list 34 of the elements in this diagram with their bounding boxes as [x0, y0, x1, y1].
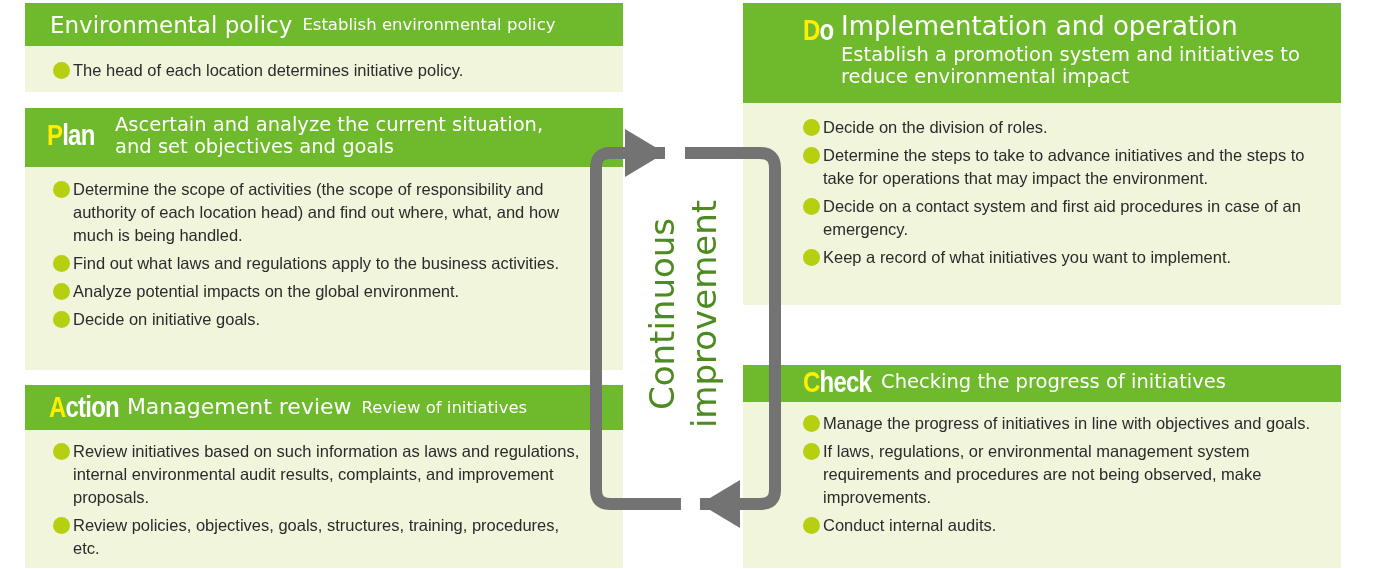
bullet-text: If laws, regulations, or environmental management system requirements and procedures are not being observed, make improvements.: [823, 442, 1262, 506]
subheading: Ascertain and analyze the current situation, and set objectives and goals: [115, 114, 545, 159]
panel: [25, 385, 623, 568]
subheading: Review of initiatives: [361, 398, 528, 417]
phase-keyword: Do: [803, 13, 834, 47]
cycle-arrow: [590, 129, 681, 510]
heading: Implementation and operation: [841, 11, 1238, 41]
bullet-text: Conduct internal audits.: [823, 516, 997, 534]
bullet-text: Analyze potential impacts on the global environment.: [73, 282, 460, 300]
phase-keyword: Action: [49, 390, 119, 424]
subheading: Establish environmental policy: [302, 15, 556, 34]
bullet-text: Manage the progress of initiatives in line with objectives and goals.: [823, 414, 1311, 432]
subheading: Checking the progress of initiatives: [881, 370, 1226, 393]
heading: Environmental policy: [50, 12, 293, 38]
bullet-text: Decide on initiative goals.: [73, 310, 261, 328]
panel: [25, 108, 623, 370]
bullet-text: Decide on a contact system and first aid procedures in case of an emergency.: [823, 197, 1301, 238]
subheading: Establish a promotion system and initiatives to reduce environmental impact: [841, 44, 1301, 89]
bullet-text: The head of each location determines initiative policy.: [73, 61, 464, 79]
bullet-text: Review initiatives based on such information as laws and regulations, internal environmental audit results, complaints, and improvement proposals.: [73, 442, 580, 506]
bullet-text: Keep a record of what initiatives you want to implement.: [823, 248, 1232, 266]
bullet-text: Determine the steps to take to advance initiatives and the steps to take for operations that may impact the environment.: [823, 146, 1305, 187]
phase-keyword: Check: [803, 365, 872, 399]
panel: [25, 3, 623, 92]
bullet-text: Find out what laws and regulations apply to the business activities.: [73, 254, 560, 272]
bullet-text: Decide on the division of roles.: [823, 118, 1048, 136]
bullet-text: Review policies, objectives, goals, structures, training, procedures, etc.: [73, 516, 560, 557]
cycle-label: Continuous improvement: [641, 198, 725, 431]
panel: [743, 3, 1341, 305]
cycle-arrow: [685, 147, 781, 528]
panel: [743, 365, 1341, 568]
bullet-text: Determine the scope of activities (the scope of responsibility and authority of each location head) and find out where, what, and how much is being handled.: [73, 180, 560, 244]
phase-keyword: Plan: [47, 118, 95, 152]
heading: Management review: [126, 394, 352, 419]
